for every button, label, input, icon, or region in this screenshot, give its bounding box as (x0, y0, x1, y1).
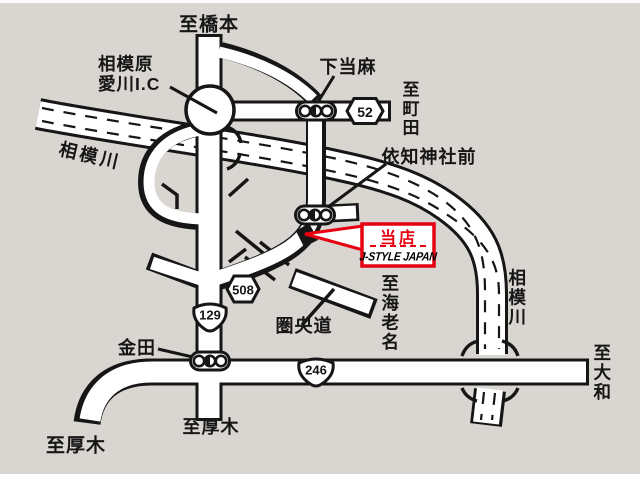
traffic-signal-shimotaima (295, 100, 337, 122)
bridge-marks (226, 125, 520, 403)
bridge-main-lower (226, 152, 242, 171)
label-kenodo: 圏央道 (275, 315, 333, 336)
bridge-246-bottom-right (502, 387, 520, 403)
leader-ic (169, 85, 218, 115)
route-badge-52-hexagon (345, 97, 385, 125)
label-to-yamato: 至大和 (591, 343, 612, 403)
route-badge-508-hexagon (225, 274, 261, 304)
road-246-fill (79, 361, 586, 423)
leader-echi (323, 162, 387, 212)
leader-shimotaima (316, 75, 336, 103)
stub-ne-1 (227, 177, 250, 198)
route-badge-246-shield (297, 357, 335, 388)
route-badge-129-shield (192, 302, 228, 333)
river-flow-dashes-b (41, 119, 501, 421)
route-badge-508-number: 508 (232, 282, 254, 298)
bridge-main-upper (226, 125, 243, 144)
bridge-246-top-right (501, 339, 520, 357)
bridge-246-bottom-left (460, 387, 478, 403)
road-ramp-fill (217, 46, 317, 103)
label-sagami-river-right: 相模川 (506, 268, 527, 328)
frame-strip-top (0, 0, 640, 3)
bridge-246-top-left (460, 339, 479, 357)
label-echi-jinja-mae: 依知神社前 (381, 146, 477, 167)
callout-store-label: 当店 (379, 230, 419, 247)
route-badge-246-number: 246 (305, 362, 327, 378)
stub-ne-2 (227, 247, 248, 264)
label-shimo-taima: 下当麻 (319, 56, 377, 77)
route-badge-129-number: 129 (199, 307, 221, 323)
kenodo-crossing-line (300, 287, 336, 327)
river-flow-dashes-a (41, 106, 487, 421)
route-badge-52-number: 52 (357, 104, 373, 120)
traffic-signal-echi-jinja-mae (294, 204, 336, 226)
label-to-atsugi-south: 至厚木 (182, 416, 240, 437)
traffic-signal-kaneda (189, 350, 231, 372)
callout-dashed-divider (370, 245, 426, 247)
callout-brand-logo: J-STYLE JAPAN (358, 250, 438, 264)
label-to-atsugi-southwest: 至厚木 (45, 435, 107, 457)
label-to-ebina: 至海老名 (379, 274, 400, 352)
label-to-hashimoto: 至橋本 (178, 14, 240, 36)
label-kaneda: 金田 (118, 337, 156, 358)
label-to-machida: 至町田 (399, 80, 419, 138)
road-ic-loop-fill (143, 123, 207, 225)
stub-inside-loop (160, 182, 179, 209)
road-branch-fill (149, 256, 213, 289)
frame-strip-bottom (0, 474, 640, 480)
stub-diag-1 (234, 229, 265, 255)
river-fill-lower (473, 387, 503, 425)
label-sagamihara-aikawa-ic: 相模原 愛川I.C (98, 54, 161, 94)
